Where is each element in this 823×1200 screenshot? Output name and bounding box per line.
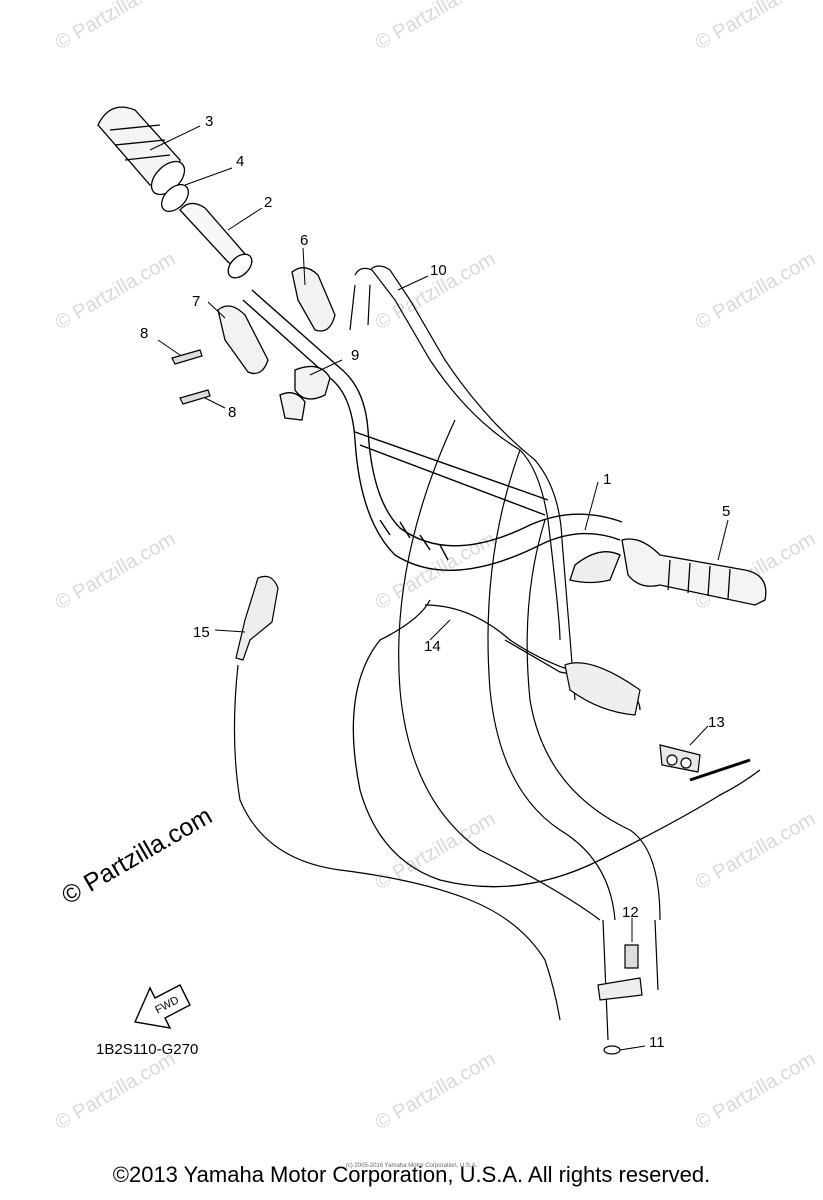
bolt — [624, 944, 639, 969]
callout-7: 7 — [192, 293, 200, 310]
choke-knob — [235, 575, 279, 661]
callout-4: 4 — [236, 153, 244, 170]
callout-2: 2 — [264, 194, 272, 211]
clutch-cable-switch — [564, 662, 641, 716]
callout-13: 13 — [708, 714, 725, 731]
callout-15: 15 — [193, 624, 210, 641]
screw — [171, 349, 211, 405]
throttle-collar — [161, 184, 189, 212]
throttle-tube — [179, 202, 253, 279]
watermark: © Partzilla.com — [372, 528, 500, 614]
choke-cable — [233, 664, 561, 1021]
throttle-housing — [217, 267, 336, 421]
cable-loops — [398, 419, 661, 1041]
bracket — [597, 977, 643, 1001]
callout-6: 6 — [300, 232, 308, 249]
watermark: © Partzilla.com — [692, 808, 820, 894]
callout-8: 8 — [140, 325, 148, 342]
callout-10: 10 — [430, 262, 447, 279]
copyright-small: (c) 2005-2016 Yamaha Motor Corporation, … — [345, 1163, 478, 1169]
forward-arrow-icon: FWD — [133, 984, 191, 1029]
watermark: © Partzilla.com — [692, 1048, 820, 1134]
watermark: © Partzilla.com — [372, 808, 500, 894]
leader-lines — [149, 125, 729, 1051]
drawing-code: 1B2S110-G270 — [96, 1041, 199, 1058]
callout-14: 14 — [424, 638, 441, 655]
watermark: © Partzilla.com — [372, 1048, 500, 1134]
watermark: © Partzilla.com — [52, 1048, 180, 1134]
callout-9: 9 — [351, 347, 359, 364]
watermark-main: © Partzilla.com — [57, 802, 217, 910]
watermark: © Partzilla.com — [52, 0, 180, 54]
copyright: ©2013 Yamaha Motor Corporation, U.S.A. A… — [112, 1162, 711, 1187]
watermark: © Partzilla.com — [52, 528, 180, 614]
watermark: © Partzilla.com — [692, 248, 820, 334]
throttle-cables — [349, 265, 576, 701]
handlebar — [242, 289, 623, 571]
watermark: © Partzilla.com — [372, 0, 500, 54]
watermark: © Partzilla.com — [52, 248, 180, 334]
watermark: © Partzilla.com — [372, 248, 500, 334]
clutch-cable — [352, 599, 761, 888]
callout-1: 1 — [603, 471, 611, 488]
callout-11: 11 — [649, 1034, 665, 1051]
o-ring — [603, 1045, 621, 1055]
cable-holder — [659, 744, 701, 773]
right-grip — [569, 538, 767, 606]
callout-3: 3 — [205, 113, 213, 130]
callout-12: 12 — [622, 904, 639, 921]
watermark: © Partzilla.com — [692, 0, 820, 54]
callout-8: 8 — [228, 404, 236, 421]
callout-5: 5 — [722, 503, 730, 520]
